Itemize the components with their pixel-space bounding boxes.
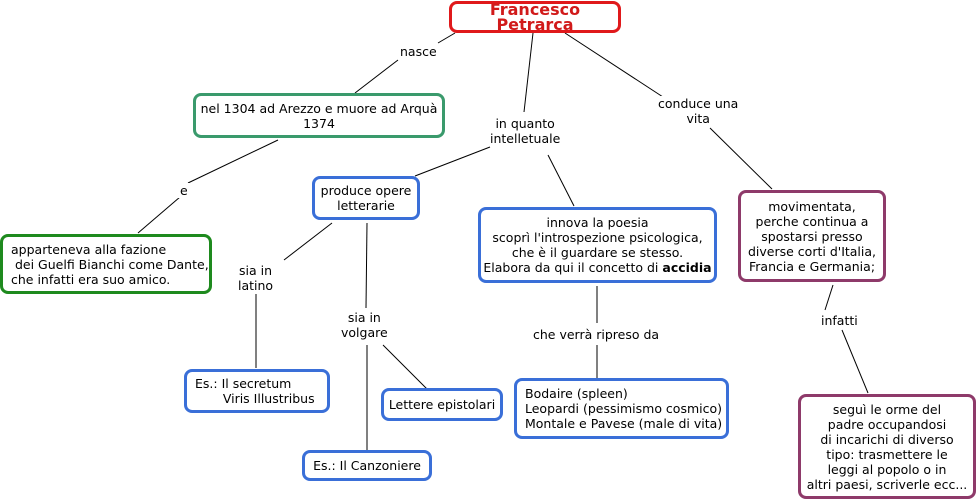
connector-nasce-birth — [354, 59, 399, 94]
connector-infatti-segui — [841, 329, 869, 394]
connector-produce-volgare — [365, 222, 368, 309]
node-produce-opere[interactable]: produce opere letterarie — [312, 176, 420, 220]
accidia-keyword: accidia — [662, 260, 712, 275]
node-segui-orme[interactable]: seguì le orme del padre occupandosi di i… — [798, 394, 976, 499]
root-node-title: Francesco Petrarca — [489, 0, 581, 34]
connector-conduce-movimentata — [709, 127, 773, 190]
connector-root-inquanto — [523, 32, 534, 113]
node-innova-poesia[interactable]: innova la poesia scoprì l'introspezione … — [478, 207, 717, 283]
link-label-e: e — [178, 183, 190, 198]
node-lettere-epistolari[interactable]: Lettere epistolari — [381, 388, 503, 421]
link-label-nasce: nasce — [398, 44, 439, 59]
node-birth[interactable]: nel 1304 ad Arezzo e muore ad Arquà 1374 — [193, 93, 445, 138]
link-label-infatti: infatti — [819, 313, 860, 328]
connector-produce-latino — [283, 222, 333, 261]
link-label-sia-in-latino: sia in latino — [236, 263, 276, 293]
connector-inquanto-innova — [547, 154, 575, 207]
node-movimentata[interactable]: movimentata, perche continua a spostarsi… — [738, 190, 886, 282]
connector-birth-e — [187, 139, 279, 184]
link-label-sia-in-volgare: sia in volgare — [339, 310, 390, 340]
connector-root-nasce — [437, 32, 456, 44]
node-guelfi[interactable]: apparteneva alla fazione dei Guelfi Bian… — [0, 234, 212, 294]
connector-root-conduce — [564, 32, 664, 98]
connector-volgare-epistolari — [382, 344, 429, 391]
node-secretum[interactable]: Es.: Il secretum Viris Illustribus — [184, 369, 330, 413]
connector-e-guelfi — [137, 196, 181, 234]
link-label-conduce-una-vita: conduce una vita — [656, 96, 741, 126]
node-bodaire-leopardi-montale[interactable]: Bodaire (spleen) Leopardi (pessimismo co… — [514, 378, 729, 439]
node-canzoniere[interactable]: Es.: Il Canzoniere — [302, 450, 432, 481]
connector-inquanto-produce — [414, 146, 491, 177]
link-label-che-verra-ripreso-da: che verrà ripreso da — [531, 327, 662, 342]
link-label-in-quanto-intelletuale: in quanto intelletuale — [488, 116, 563, 146]
root-node-francesco-petrarca[interactable]: Francesco Petrarca — [449, 1, 621, 33]
connector-movimentata-infatti — [824, 284, 834, 311]
innova-line-4: Elabora da qui il concetto di — [483, 260, 663, 275]
